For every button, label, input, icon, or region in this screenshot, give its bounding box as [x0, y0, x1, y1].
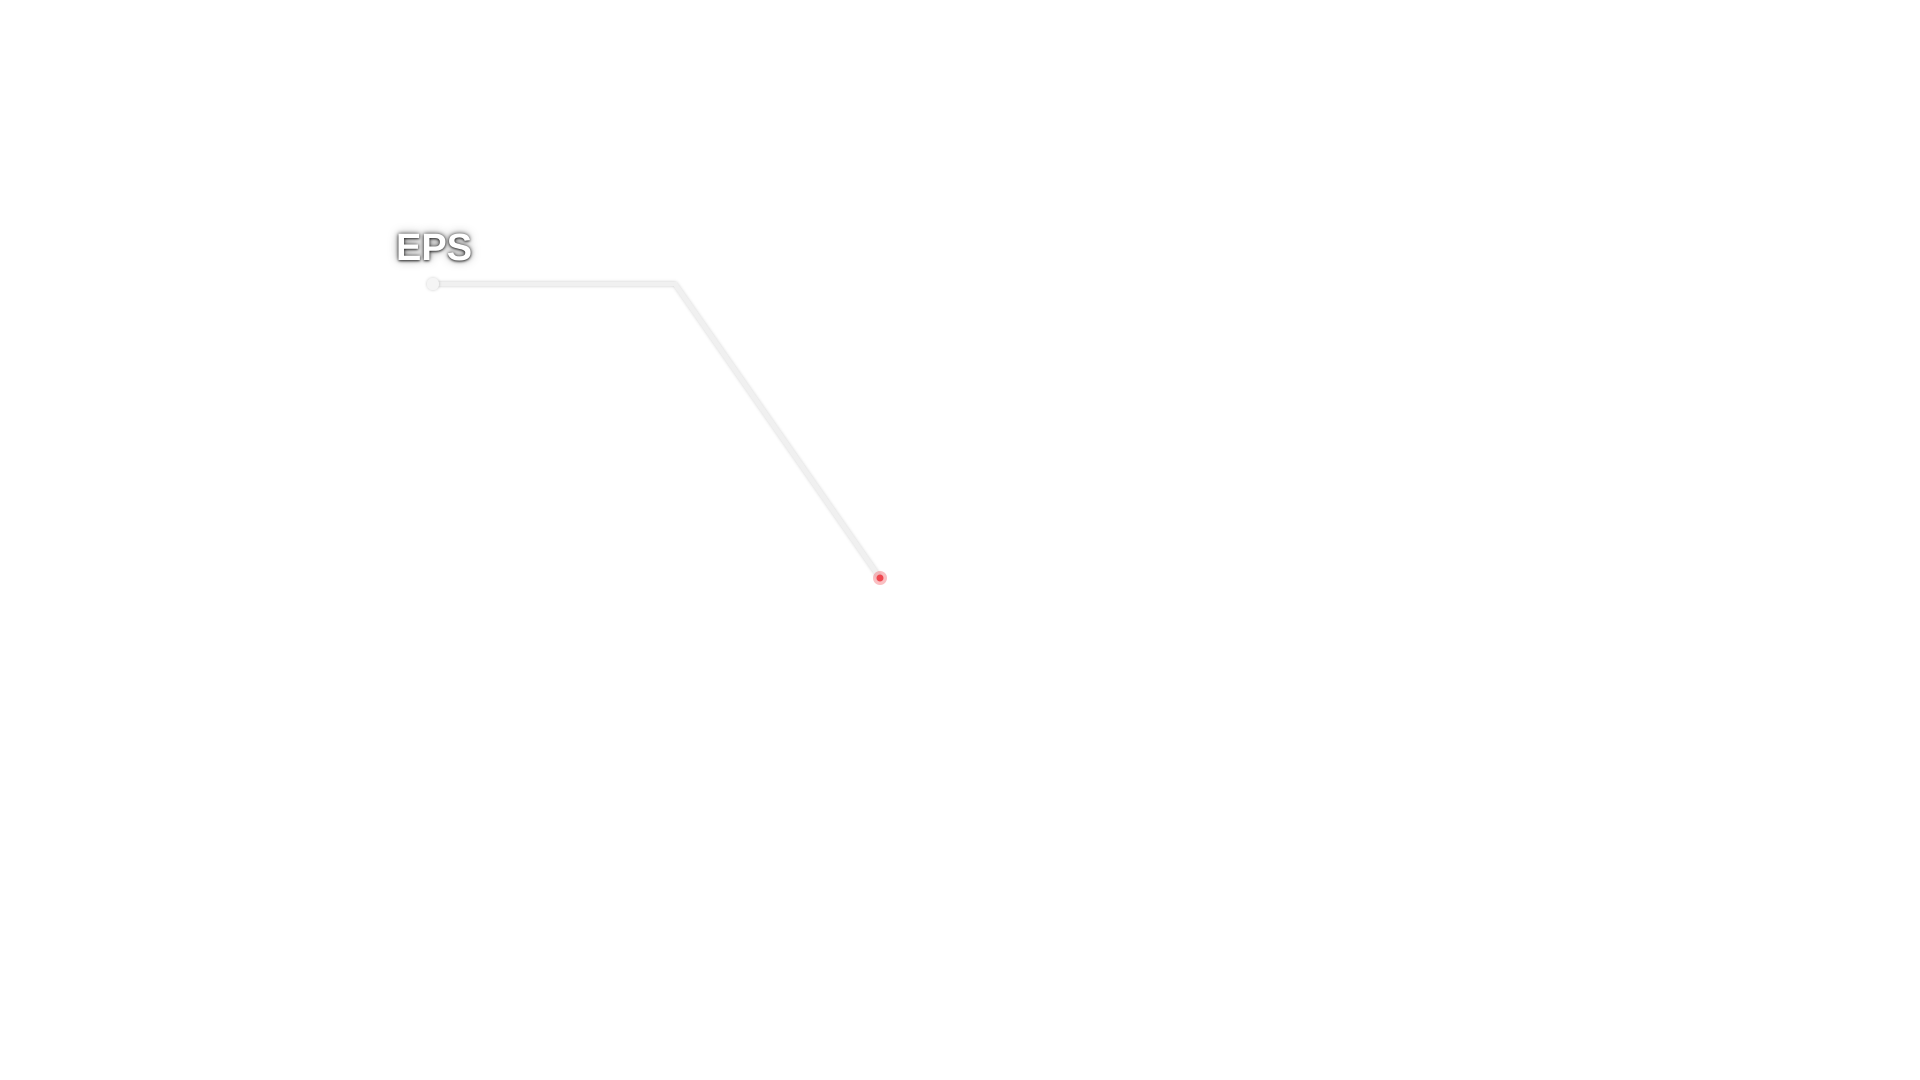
callout-start-dot — [427, 278, 439, 290]
callout-target-dot — [876, 574, 884, 582]
callout-leader-line — [433, 282, 882, 580]
callout-label: EPS — [396, 227, 473, 269]
